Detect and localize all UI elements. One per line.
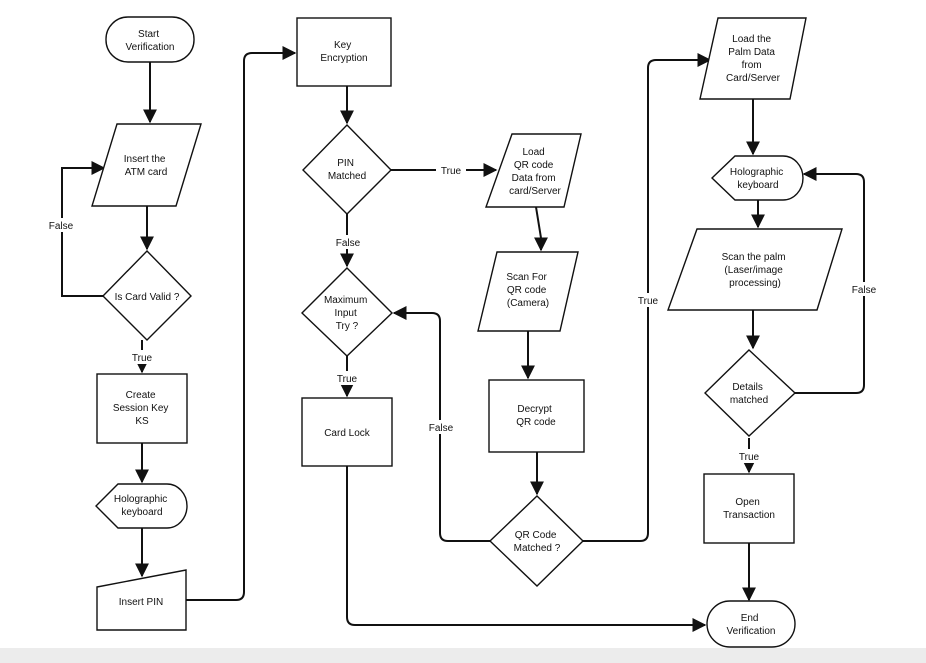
node-qr-code-matched: QR Code Matched ? [488, 495, 585, 587]
node-pin-matched: PIN Matched [302, 123, 392, 215]
node-decrypt-qr-code: Decrypt QR code [488, 379, 585, 453]
label-pin-false: False [336, 238, 361, 249]
svg-text:Holographic keyboard: Holographic keyboard [114, 494, 170, 518]
node-start-verification: Start Verification [105, 16, 195, 63]
label-card-invalid-false: False [49, 221, 74, 232]
node-text-line: Insert PIN [119, 597, 163, 608]
node-text-line: KS [135, 416, 149, 427]
node-create-session-key: Create Session Key KS [96, 373, 188, 444]
node-insert-pin: Insert PIN [96, 569, 187, 631]
edge-card-lock-to-end [346, 466, 707, 632]
node-text-line: ATM card [125, 167, 168, 178]
node-is-card-valid: Is Card Valid ? [102, 249, 192, 341]
node-text-line: processing) [729, 278, 781, 289]
svg-text:Load QR code Data: Load QR code Data from card/Server [509, 147, 561, 197]
node-text-line: Input [334, 308, 356, 319]
node-text-line: Details [732, 382, 763, 393]
node-text-line: Encryption [320, 53, 367, 64]
label-qr-false: False [429, 423, 454, 434]
node-details-matched: Details matched [703, 349, 797, 437]
node-text-line: Scan For [506, 272, 547, 283]
node-text-line: keyboard [121, 507, 162, 518]
svg-text:QR Code Matched ?: QR Code Matched ? [514, 530, 561, 554]
svg-text:Open Transaction: Open Transaction [723, 497, 775, 521]
node-text-line: Verification [727, 626, 776, 637]
svg-text:Create Session Key: Create Session Key KS [113, 390, 171, 427]
node-text-line: Holographic [114, 494, 167, 505]
node-text-line: Card Lock [324, 428, 371, 439]
label-max-true: True [337, 374, 358, 385]
node-text-line: Open [735, 497, 759, 508]
edge-labels: False True True False True False True Fa… [44, 163, 881, 463]
node-scan-palm: Scan the palm (Laser/image processing) [667, 228, 843, 311]
node-text-line: Matched [328, 171, 366, 182]
node-text-line: matched [730, 395, 768, 406]
node-text-line: Maximum [324, 295, 367, 306]
svg-text:PIN Matched: PIN Matched [328, 158, 366, 182]
node-text-line: Decrypt [517, 404, 552, 415]
node-text-line: QR code [507, 285, 547, 296]
node-text-line: Transaction [723, 510, 775, 521]
node-text-line: End [741, 613, 759, 624]
node-holographic-keyboard-2: Holographic keyboard [710, 155, 804, 201]
node-text-line: Load [522, 147, 544, 158]
node-text-line: PIN [337, 158, 354, 169]
node-text-line: keyboard [737, 180, 778, 191]
node-load-qr-data: Load QR code Data from card/Server [485, 133, 582, 208]
node-text-line: Try ? [336, 321, 359, 332]
node-text-line: QR Code [515, 530, 557, 541]
node-text-line: Insert the [124, 154, 166, 165]
svg-text:End Verification: End Verification [727, 613, 776, 637]
node-text-line: (Laser/image [724, 265, 783, 276]
label-pin-true: True [441, 166, 462, 177]
svg-text:Decrypt QR code: Decrypt QR code [516, 404, 556, 428]
page-bottom-band [0, 648, 926, 663]
node-text-line: from [742, 60, 762, 71]
svg-text:Insert the ATM card: Insert the ATM card [124, 154, 168, 178]
node-text-line: Session Key [113, 403, 169, 414]
label-details-true: True [739, 452, 760, 463]
svg-text:Key Encryption: Key Encryption [320, 40, 367, 64]
node-maximum-input-try: Maximum Input Try ? [300, 267, 394, 357]
node-key-encryption: Key Encryption [296, 17, 392, 87]
svg-text:Scan the palm (Laser/ima: Scan the palm (Laser/image processing) [722, 252, 789, 289]
node-text-line: card/Server [509, 186, 561, 197]
node-text-line: Start [138, 29, 159, 40]
label-card-valid-true: True [132, 353, 153, 364]
svg-text:Load the Palm Data: Load the Palm Data from Card/Server [726, 34, 781, 84]
node-text-line: Matched ? [514, 543, 561, 554]
node-text-line: Create [126, 390, 156, 401]
node-end-verification: End Verification [706, 600, 796, 648]
node-text-line: Palm Data [728, 47, 775, 58]
svg-text:Scan For QR code (: Scan For QR code (Camera) [506, 272, 549, 309]
node-text-line: QR code [516, 417, 556, 428]
svg-text:Holographic keyboard: Holographic keyboard [730, 167, 786, 191]
svg-text:Details matched: Details matched [730, 382, 768, 406]
label-details-false: False [852, 285, 877, 296]
node-text-line: Is Card Valid ? [115, 292, 180, 303]
node-text-line: Verification [126, 42, 175, 53]
node-text-line: Scan the palm [722, 252, 786, 263]
svg-text:Maximum Input Try: Maximum Input Try ? [324, 295, 370, 332]
node-scan-qr-code: Scan For QR code (Camera) [477, 251, 579, 332]
node-text-line: Card/Server [726, 73, 781, 84]
node-insert-atm-card: Insert the ATM card [91, 123, 202, 207]
node-text-line: Load the [732, 34, 771, 45]
node-text-line: QR code [514, 160, 554, 171]
edge-load-qr-to-scan-qr [534, 206, 548, 252]
label-qr-true: True [638, 296, 659, 307]
node-text-line: Holographic [730, 167, 783, 178]
node-text-line: (Camera) [507, 298, 549, 309]
node-open-transaction: Open Transaction [703, 473, 795, 544]
node-load-palm-data: Load the Palm Data from Card/Server [699, 17, 807, 100]
node-text-line: Data from [512, 173, 556, 184]
node-text-line: Key [334, 40, 351, 51]
edge-insert-pin-to-key-encryption [186, 46, 297, 601]
svg-text:Start Verification: Start Verification [126, 29, 175, 53]
node-holographic-keyboard-1: Holographic keyboard [95, 483, 188, 529]
node-card-lock: Card Lock [301, 397, 393, 467]
